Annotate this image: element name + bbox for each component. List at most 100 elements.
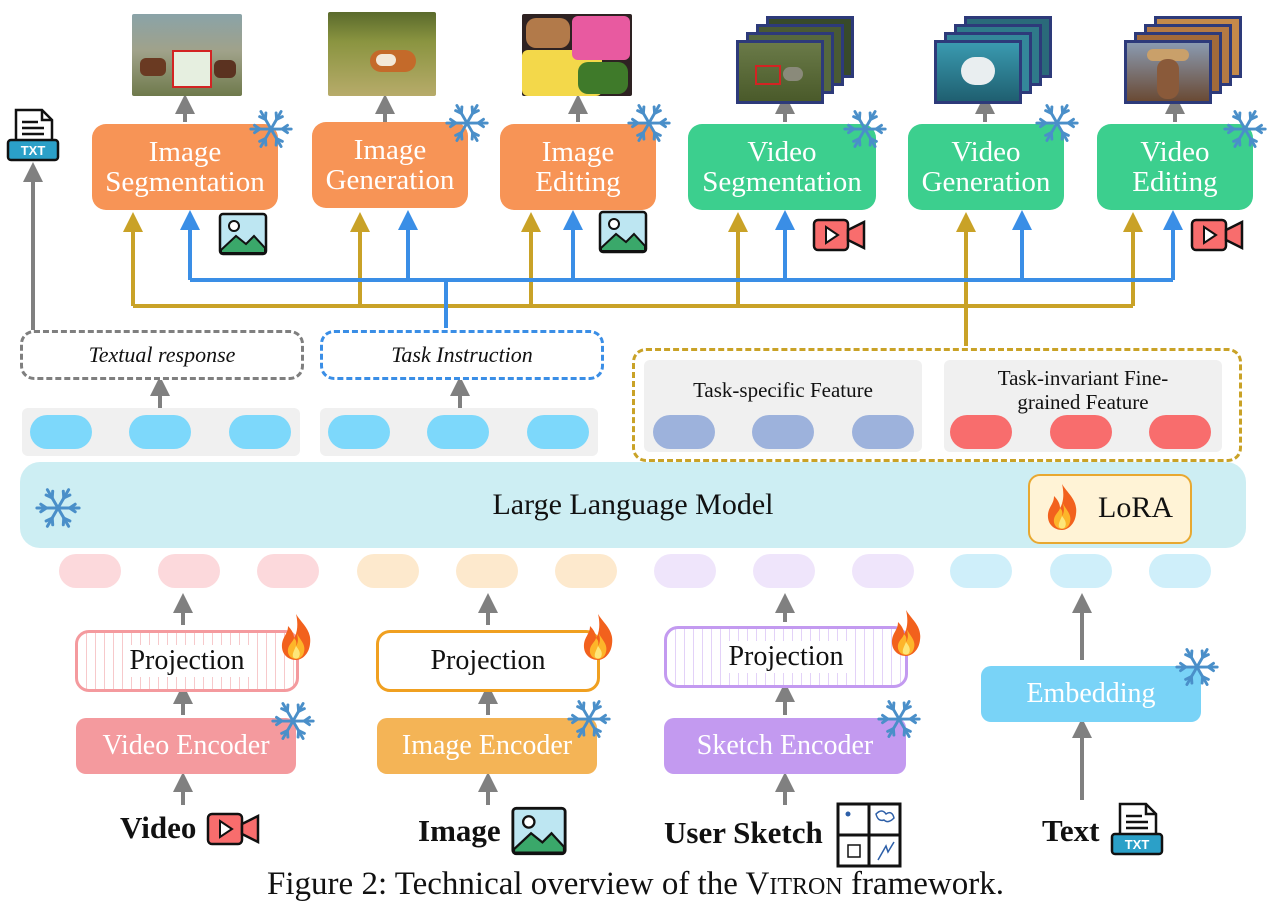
image-icon xyxy=(510,806,568,861)
output-token xyxy=(328,415,390,449)
svg-text:TXT: TXT xyxy=(1125,837,1150,852)
video-input-label: Video xyxy=(120,810,197,845)
task-specific-feature-label: Task-specific Feature xyxy=(693,378,873,402)
task-line1: Image xyxy=(353,134,427,166)
input-token xyxy=(654,554,716,588)
task-line2: Generation xyxy=(921,166,1051,198)
snowflake-icon xyxy=(34,484,82,537)
feature-container xyxy=(632,348,1242,462)
task-line2: Editing xyxy=(535,166,621,198)
projection-label: Projection xyxy=(125,645,249,677)
task-instruction-box: Task Instruction xyxy=(320,330,604,380)
output-token xyxy=(129,415,191,449)
input-token xyxy=(555,554,617,588)
textual-response-label: Textual response xyxy=(88,342,236,367)
input-token xyxy=(1149,554,1211,588)
task-line1: Image xyxy=(541,136,615,168)
task-invariant-token xyxy=(1149,415,1211,449)
fire-icon xyxy=(578,612,618,667)
snowflake-icon xyxy=(270,698,316,749)
task-line1: Video xyxy=(1140,136,1210,168)
input-token xyxy=(456,554,518,588)
input-token xyxy=(950,554,1012,588)
image-segmentation-output-thumbnail xyxy=(132,14,242,96)
sketch-encoder: Sketch Encoder xyxy=(664,718,906,774)
task-line1: Image xyxy=(148,136,222,168)
video-editing-output-frames xyxy=(1124,16,1242,104)
sketch-projection: Projection xyxy=(664,626,908,688)
llm-label: Large Language Model xyxy=(492,488,774,521)
task-instruction-label: Task Instruction xyxy=(391,342,533,367)
txt-file-icon: TXT xyxy=(1110,802,1164,865)
embedding-layer: Embedding xyxy=(981,666,1201,722)
video-generation-output-frames xyxy=(934,16,1052,104)
image-encoder: Image Encoder xyxy=(377,718,597,774)
snowflake-icon xyxy=(248,106,294,157)
input-token xyxy=(158,554,220,588)
snowflake-icon xyxy=(566,696,612,747)
video-projection: Projection xyxy=(75,630,299,692)
snowflake-icon xyxy=(1034,100,1080,151)
snowflake-icon xyxy=(444,100,490,151)
task-specific-token xyxy=(852,415,914,449)
input-token xyxy=(357,554,419,588)
video-camera-icon xyxy=(1190,218,1244,257)
output-token xyxy=(527,415,589,449)
video-camera-icon xyxy=(812,218,866,257)
grey-arrows xyxy=(23,94,1185,805)
image-projection: Projection xyxy=(376,630,600,692)
figure-caption: Figure 2: Technical overview of the VITR… xyxy=(267,866,1004,902)
input-token xyxy=(753,554,815,588)
video-segmentation-output-frames xyxy=(736,16,854,104)
image-input-label: Image xyxy=(418,813,501,848)
snowflake-icon xyxy=(1174,644,1220,695)
output-token xyxy=(229,415,291,449)
video-encoder: Video Encoder xyxy=(76,718,296,774)
image-generation-output-thumbnail xyxy=(328,12,436,96)
task-line1: Video xyxy=(951,136,1021,168)
task-invariant-feature-label: Task-invariant Fine- grained Feature xyxy=(997,366,1169,414)
task-instruction-bus xyxy=(180,210,1183,328)
task-feature-bus xyxy=(123,212,1143,346)
projection-label: Projection xyxy=(724,641,848,673)
image-icon xyxy=(218,212,268,261)
task-specific-token xyxy=(653,415,715,449)
snowflake-icon xyxy=(876,696,922,747)
snowflake-icon xyxy=(1222,106,1268,157)
task-invariant-token xyxy=(950,415,1012,449)
sketch-input-label: User Sketch xyxy=(664,815,823,850)
snowflake-icon xyxy=(842,106,888,157)
input-token xyxy=(1050,554,1112,588)
output-token xyxy=(427,415,489,449)
fire-icon xyxy=(886,608,926,663)
task-line1: Video xyxy=(747,136,817,168)
video-camera-icon xyxy=(206,812,260,851)
task-line2: Editing xyxy=(1132,166,1218,198)
sketch-grid-icon xyxy=(836,802,902,873)
snowflake-icon xyxy=(626,100,672,151)
image-editing-output-thumbnail xyxy=(522,14,632,96)
lora-label: LoRA xyxy=(1098,491,1173,524)
task-specific-token xyxy=(752,415,814,449)
task-line2: Segmentation xyxy=(105,166,265,198)
task-line2: Segmentation xyxy=(702,166,862,198)
task-invariant-token xyxy=(1050,415,1112,449)
projection-label: Projection xyxy=(426,645,550,677)
image-icon xyxy=(598,210,648,259)
fire-icon xyxy=(1042,482,1082,537)
output-token xyxy=(30,415,92,449)
input-token xyxy=(257,554,319,588)
text-input-label: Text xyxy=(1042,813,1100,848)
input-token xyxy=(852,554,914,588)
fire-icon xyxy=(276,612,316,667)
svg-text:TXT: TXT xyxy=(21,143,46,158)
txt-file-icon: TXT xyxy=(6,108,60,171)
